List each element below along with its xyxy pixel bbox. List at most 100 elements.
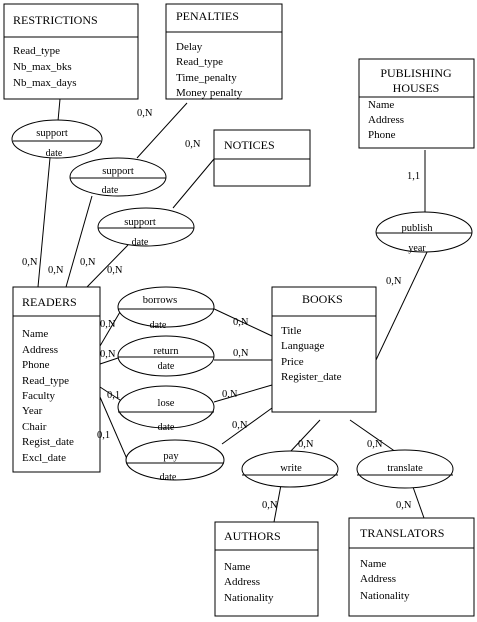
entity-readers: READERS Name Address Phone Read_type Fac…: [12, 286, 101, 473]
relationship-name: write: [280, 463, 302, 474]
entity-box: [271, 286, 377, 413]
entity-title: HOUSES: [393, 81, 440, 95]
line-publish-books: [375, 249, 429, 361]
relationship-attribute: date: [46, 148, 63, 159]
relationship-attribute: date: [160, 472, 177, 483]
relationship-write: write: [241, 450, 339, 488]
entity-attribute: Time_penalty: [176, 72, 237, 84]
entity-attribute: Faculty: [22, 390, 55, 402]
entity-attribute: Read_type: [22, 375, 69, 387]
entity-translators: TRANSLATORS Name Address Nationality: [348, 517, 475, 617]
cardinality-label: 0,N: [396, 500, 412, 511]
entity-attribute: Address: [224, 576, 260, 588]
relationship-lose: lose date: [117, 385, 215, 433]
entity-attribute: Regist_date: [22, 436, 74, 448]
line-readers-pay: [99, 396, 131, 467]
entity-attribute: Delay: [176, 41, 203, 53]
line-readers-return: [99, 357, 119, 365]
cardinality-label: 1,1: [407, 171, 420, 182]
relationship-name: return: [153, 346, 179, 357]
relationship-support-penalties: support date: [69, 157, 167, 197]
cardinality-label: 0,N: [233, 348, 249, 359]
entity-title: PUBLISHING: [380, 66, 452, 80]
entity-title: PENALTIES: [176, 9, 239, 23]
entity-attribute: Excl_date: [22, 452, 66, 464]
line-notices-support3: [172, 158, 215, 209]
relationship-ellipse: [117, 286, 215, 328]
cardinality-label: 0,N: [367, 439, 383, 450]
line-penalties-support2: [136, 102, 188, 159]
entity-box: [213, 129, 311, 187]
entity-box: [12, 286, 101, 473]
cardinality-label: 0,1: [97, 430, 110, 441]
entity-attribute: Read_type: [13, 45, 60, 57]
relationship-ellipse: [11, 119, 103, 159]
relationship-borrows: borrows date: [117, 286, 215, 331]
relationship-ellipse: [241, 450, 339, 488]
entity-attribute: Money penalty: [176, 87, 243, 99]
cardinality-label: 0,N: [100, 349, 116, 360]
entity-attribute: Nationality: [360, 590, 410, 602]
entity-title: TRANSLATORS: [360, 526, 444, 540]
relationship-attribute: date: [158, 422, 175, 433]
entity-restrictions: RESTRICTIONS Read_type Nb_max_bks Nb_max…: [3, 3, 139, 100]
entity-attribute: Register_date: [281, 371, 342, 383]
relationship-ellipse: [69, 157, 167, 197]
entity-attribute: Address: [360, 573, 396, 585]
cardinality-labels: 0,N 0,N 0,N 0,N 0,N 0,N 1,1 0,N 0,N 0,N …: [22, 108, 420, 511]
entity-title: READERS: [22, 295, 77, 309]
cardinality-label: 0,N: [137, 108, 153, 119]
relationship-ellipse: [125, 439, 225, 481]
entity-attribute: Chair: [22, 421, 47, 433]
relationship-attribute: date: [132, 237, 149, 248]
entity-attribute: Name: [22, 328, 48, 340]
entity-box: [358, 58, 475, 149]
cardinality-label: 0,N: [232, 420, 248, 431]
entity-title: AUTHORS: [224, 529, 281, 543]
relationship-attribute: date: [158, 361, 175, 372]
relationship-attribute: year: [408, 243, 426, 254]
cardinality-label: 0,N: [222, 389, 238, 400]
relationship-name: translate: [387, 463, 423, 474]
cardinality-label: 0,N: [100, 319, 116, 330]
entity-attribute: Nb_max_days: [13, 77, 77, 89]
entity-attribute: Phone: [368, 129, 396, 141]
cardinality-label: 0,N: [107, 265, 123, 276]
relationship-ellipse: [375, 211, 473, 253]
cardinality-label: 0,N: [233, 317, 249, 328]
line-translate-translators: [412, 486, 425, 519]
line-support2-readers: [65, 195, 93, 288]
line-restrictions-support: [57, 98, 61, 122]
entity-attribute: Nb_max_bks: [13, 61, 72, 73]
entity-attribute: Name: [360, 558, 386, 570]
relationship-name: support: [124, 217, 156, 228]
entity-box: [348, 517, 475, 617]
relationship-name: support: [36, 128, 68, 139]
line-borrows-books: [209, 306, 273, 337]
entity-notices: NOTICES: [213, 129, 311, 187]
relationship-ellipse: [117, 335, 215, 377]
entity-attribute: Nationality: [224, 592, 274, 604]
cardinality-label: 0,N: [80, 257, 96, 268]
relationship-attribute: date: [150, 320, 167, 331]
entity-attribute: Address: [368, 114, 404, 126]
entity-publishing-houses: PUBLISHING HOUSES Name Address Phone: [358, 58, 475, 149]
entity-books: BOOKS Title Language Price Register_date: [271, 286, 377, 413]
line-pay-books: [221, 407, 273, 445]
entity-box: [214, 521, 319, 617]
relationship-support-restrictions: support date: [11, 119, 103, 159]
relationship-name: support: [102, 166, 134, 177]
relationship-name: lose: [158, 398, 175, 409]
relationship-name: borrows: [143, 295, 177, 306]
entity-attribute: Title: [281, 325, 302, 337]
entity-attribute: Name: [368, 99, 394, 111]
relationship-name: publish: [402, 223, 434, 234]
entity-attribute: Name: [224, 561, 250, 573]
line-books-translate: [349, 419, 397, 453]
entity-attribute: Year: [22, 405, 43, 417]
cardinality-label: 0,N: [262, 500, 278, 511]
cardinality-label: 0,N: [386, 276, 402, 287]
entity-box: [3, 3, 139, 100]
cardinality-label: 0,N: [22, 257, 38, 268]
